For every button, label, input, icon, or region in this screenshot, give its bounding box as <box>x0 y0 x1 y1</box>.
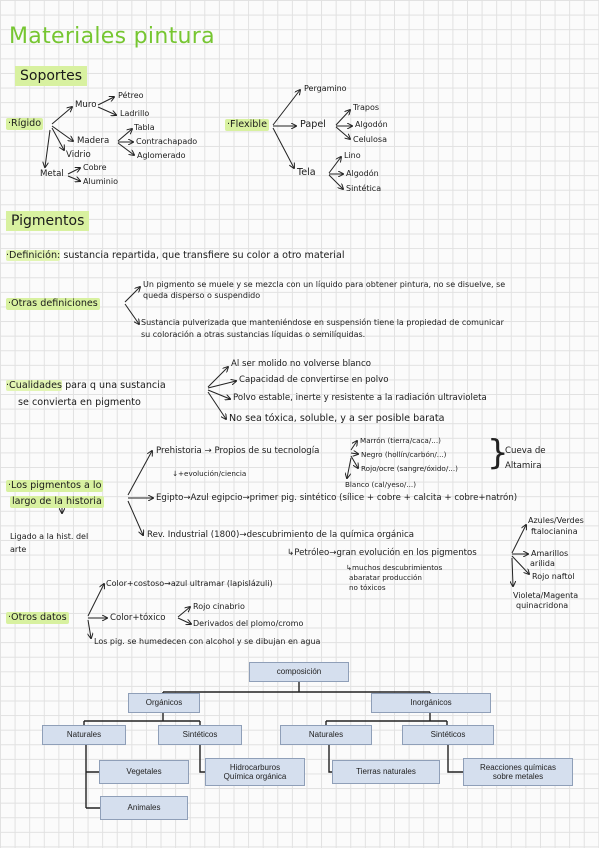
pergamino-label: Pergamino <box>304 84 347 93</box>
cualidad-4: No sea tóxica, soluble, y a ser posible … <box>229 413 445 424</box>
muchos-line2: abaratar producción <box>349 573 422 582</box>
muchos-line3: no tóxicos <box>349 583 386 592</box>
ladrillo-label: Ladrillo <box>120 109 150 118</box>
pig-marron: Marrón (tierra/caca/...) <box>360 436 441 445</box>
celulosa-label: Celulosa <box>353 135 387 144</box>
historia-label-2: largo de la historia <box>10 496 104 508</box>
cualidad-1: Al ser molido no volverse blanco <box>231 359 371 369</box>
cualidad-3: Polvo estable, inerte y resistente a la … <box>233 393 487 403</box>
ligado-line1: Ligado a la hist. del <box>10 532 89 541</box>
tela-label: Tela <box>297 167 316 178</box>
derivados-plomo: Derivados del plomo/cromo <box>193 619 304 628</box>
definicion-text: sustancia repartida, que transfiere su c… <box>63 250 345 261</box>
trapos-label: Trapos <box>353 103 380 112</box>
prehistoria-text: Prehistoria → Propios de su tecnología <box>156 446 320 456</box>
sintetica-label: Sintética <box>346 184 382 193</box>
aglomerado-label: Aglomerado <box>137 151 186 160</box>
petroleo-text: ↳Petróleo→gran evolución en los pigmento… <box>287 548 477 558</box>
contrachapado-label: Contrachapado <box>136 137 198 146</box>
otras-def-1b: queda disperso o suspendido <box>143 291 261 300</box>
cualidades-rest: para q una sustancia <box>65 380 166 391</box>
definicion-row: ·Definición: sustancia repartida, que tr… <box>6 250 345 262</box>
node-tierras-naturales: Tierras naturales <box>332 760 440 784</box>
cualidades-row: ·Cualidades para q una sustancia <box>6 380 166 392</box>
tabla-label: Tabla <box>134 123 155 132</box>
node-vegetales: Vegetales <box>99 760 189 784</box>
cueva-line2: Altamira <box>505 461 542 471</box>
dato-2: Color+tóxico <box>110 613 166 623</box>
amarillos: Amarillos <box>531 549 569 558</box>
node-organicos: Orgánicos <box>128 693 200 713</box>
cobre-label: Cobre <box>83 163 107 172</box>
page-title: Materiales pintura <box>9 24 215 49</box>
cualidad-2: Capacidad de convertirse en polvo <box>239 375 389 385</box>
otras-def-2a: Sustancia pulverizada que manteniéndose … <box>141 318 504 327</box>
otras-def-2b: su coloración a otras sustancias líquida… <box>141 330 366 339</box>
metal-label: Metal <box>40 169 64 179</box>
aluminio-label: Aluminio <box>83 177 118 186</box>
flexible-label: ·Flexible <box>225 119 269 131</box>
node-animales: Animales <box>100 796 188 820</box>
rojo-cinabrio: Rojo cinabrio <box>193 602 245 611</box>
azules-verdes: Azules/Verdes <box>528 516 584 525</box>
ligado-line2: arte <box>10 545 27 554</box>
madera-label: Madera <box>77 136 110 146</box>
pig-negro: Negro (hollín/carbón/...) <box>361 450 447 459</box>
muchos-line1: ↳muchos descubrimientos <box>346 563 443 572</box>
lino-label: Lino <box>344 151 361 160</box>
rev-industrial-text: Rev. Industrial (1800)→descubrimiento de… <box>147 530 415 540</box>
cueva-line1: Cueva de <box>505 446 546 456</box>
node-hidrocarburos: Hidrocarburos Química orgánica <box>205 758 305 786</box>
otras-definiciones-label: ·Otras definiciones <box>6 298 100 310</box>
rojo-naftol: Rojo naftol <box>532 572 575 581</box>
muro-label: Muro <box>75 100 97 110</box>
node-naturales-org: Naturales <box>42 725 126 745</box>
node-sinteticos-inorg: Sintéticos <box>402 725 494 745</box>
soportes-heading: Soportes <box>15 66 88 86</box>
node-sinteticos-org: Sintéticos <box>158 725 242 745</box>
otras-def-1a: Un pigmento se muele y se mezcla con un … <box>143 280 506 289</box>
pig-blanco: Blanco (cal/yeso/...) <box>345 480 416 489</box>
evolucion-note: ↓+evolución/ciencia <box>172 469 247 478</box>
algodon-tela-label: Algodón <box>346 169 379 178</box>
node-reacciones-quimicas: Reacciones químicas sobre metales <box>463 758 573 786</box>
algodon-papel-label: Algodón <box>355 120 388 129</box>
violeta-magenta: Violeta/Magenta <box>513 591 579 600</box>
cualidades-line2: se convierta en pigmento <box>18 397 141 408</box>
node-composicion: composición <box>249 662 349 682</box>
papel-label: Papel <box>300 119 326 130</box>
egipto-text: Egipto→Azul egipcio→primer pig. sintétic… <box>156 493 518 503</box>
node-inorganicos: Inorgánicos <box>371 693 491 713</box>
historia-label-1: ·Los pigmentos a lo <box>6 480 104 492</box>
dato-3: Los pig. se humedecen con alcohol y se d… <box>94 637 321 646</box>
reacciones-line2: sobre metales <box>492 772 544 781</box>
pig-rojo-ocre: Rojo/ocre (sangre/óxido/...) <box>361 464 458 473</box>
rigido-label: ·Rígido <box>6 118 44 130</box>
hidrocarburos-line1: Hidrocarburos <box>229 762 281 772</box>
cualidades-label: ·Cualidades <box>6 380 62 391</box>
pigmentos-heading: Pigmentos <box>6 211 90 231</box>
quinacridona: quinacridona <box>516 601 569 610</box>
hidrocarburos-line2: Química orgánica <box>223 772 287 781</box>
node-naturales-inorg: Naturales <box>280 725 372 745</box>
otros-datos-label: ·Otros datos <box>6 612 69 624</box>
vidrio-label: Vidrio <box>66 150 91 160</box>
brace: } <box>487 433 509 473</box>
definicion-label: ·Definición: <box>6 250 61 261</box>
petreo-label: Pétreo <box>118 91 144 100</box>
dato-1: Color+costoso→azul ultramar (lapislázuli… <box>106 579 273 588</box>
reacciones-line1: Reacciones químicas <box>479 762 557 772</box>
arilida: arilida <box>530 559 555 568</box>
ftalocianina: ftalocianina <box>531 527 578 536</box>
